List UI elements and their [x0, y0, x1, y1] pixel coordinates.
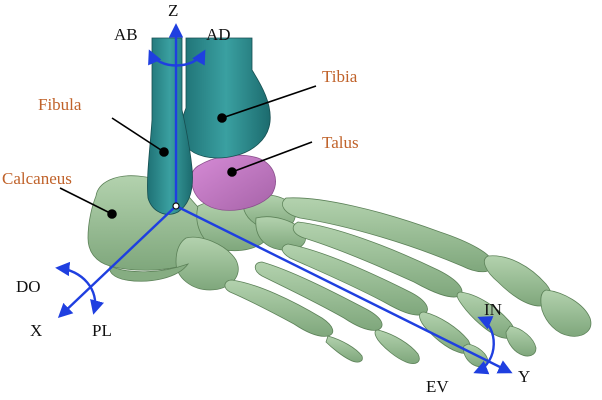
- calcaneus-label: Calcaneus: [2, 169, 72, 188]
- fibula-marker: [159, 147, 169, 157]
- do-pl-rotation-arrow: [55, 261, 104, 315]
- y-axis-line: [175, 204, 513, 374]
- talus-marker: [227, 167, 237, 177]
- metatarsal-4: [254, 261, 383, 331]
- talus-label: Talus: [322, 133, 359, 152]
- x-axis-label: X: [30, 321, 42, 340]
- toe-5: [325, 335, 363, 363]
- tibia-label: Tibia: [322, 67, 358, 86]
- coordinate-axes: [55, 23, 513, 375]
- do-label: DO: [16, 277, 41, 296]
- toe-2-tip: [505, 325, 537, 357]
- toe-4: [374, 329, 420, 364]
- lesser-toes: [325, 291, 537, 368]
- ad-label: AD: [206, 25, 231, 44]
- ab-ad-rotation-arrow: [148, 49, 206, 67]
- ev-label: EV: [426, 377, 449, 396]
- origin-marker: [172, 202, 180, 210]
- z-axis-label: Z: [168, 1, 178, 20]
- toe-3: [419, 311, 471, 354]
- fibula-bone: [147, 37, 193, 215]
- axis-labels: Z X Y AB AD DO PL IN EV: [16, 1, 530, 396]
- leader-lines: [59, 85, 317, 219]
- toe-2: [456, 291, 515, 339]
- fibula-label: Fibula: [38, 95, 82, 114]
- leg-bones: [147, 37, 271, 215]
- tibia-bone: [181, 37, 271, 159]
- bone-labels: Tibia Talus Fibula Calcaneus: [2, 67, 359, 188]
- big-toe-distal: [540, 289, 592, 337]
- in-label: IN: [484, 300, 502, 319]
- big-toe-phalanx: [484, 255, 552, 307]
- metatarsal-3: [281, 243, 428, 316]
- talus-bone: [190, 154, 276, 211]
- foot-bones: [87, 175, 592, 368]
- cuboid-bone: [175, 236, 239, 291]
- ab-label: AB: [114, 25, 138, 44]
- metatarsal-1: [282, 197, 495, 273]
- tibia-marker: [217, 113, 227, 123]
- calcaneus-marker: [107, 209, 117, 219]
- metatarsal-5: [224, 279, 334, 337]
- heel-underside: [109, 263, 190, 282]
- y-axis-label: Y: [518, 367, 530, 386]
- cuneiform-bone: [255, 216, 306, 251]
- in-ev-rotation-arrow: [473, 316, 495, 375]
- pl-label: PL: [92, 321, 112, 340]
- metatarsal-2: [292, 221, 463, 298]
